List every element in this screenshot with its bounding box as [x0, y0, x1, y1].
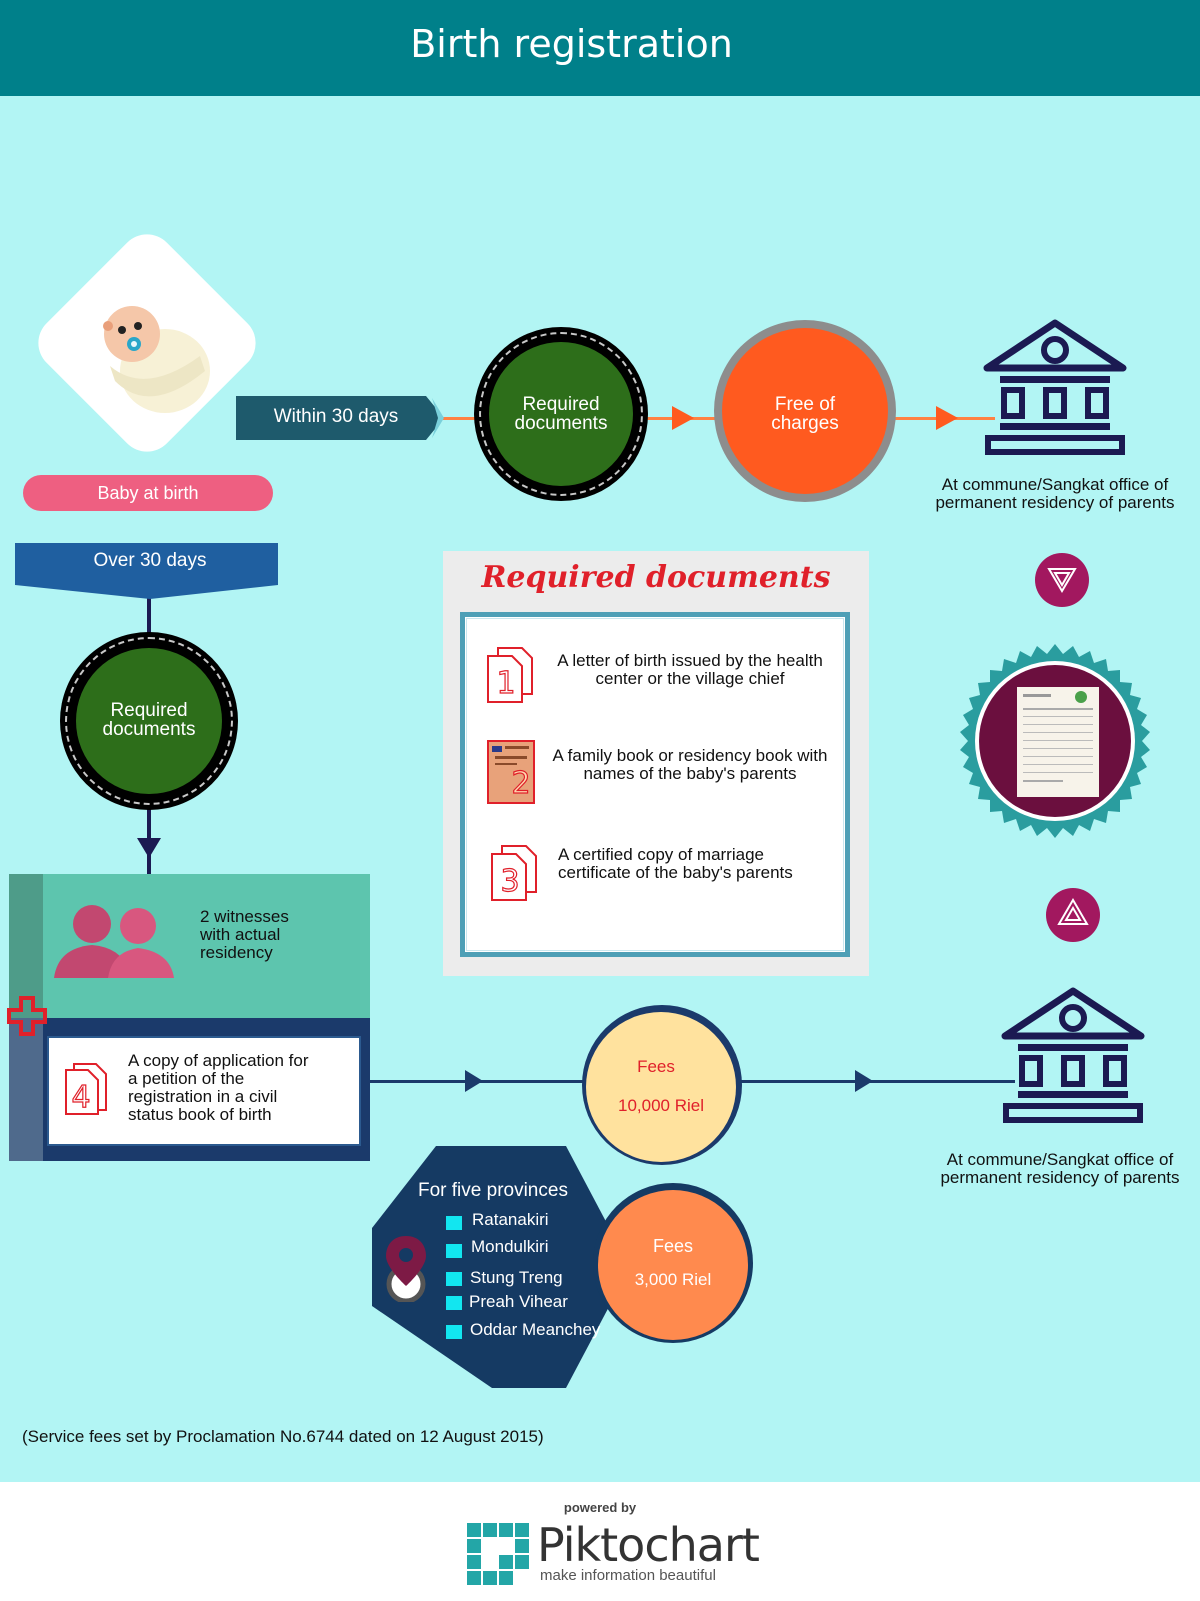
province-item: Ratanakiri — [472, 1210, 549, 1229]
arrow-right-icon — [936, 406, 958, 430]
piktochart-logo-icon — [467, 1523, 529, 1585]
provinces-title: For five provinces — [418, 1180, 568, 1201]
province-item: Preah Vihear — [469, 1292, 568, 1311]
free-of-charges-inner — [722, 328, 888, 494]
application-panel-side — [9, 1018, 43, 1161]
over-30-days-text: Over 30 days — [93, 550, 207, 571]
up-triangle-badge — [1046, 888, 1100, 942]
plus-icon — [7, 996, 47, 1036]
header-bar — [0, 0, 1200, 96]
certificate-seal-icon — [960, 644, 1150, 838]
bullet-square — [446, 1272, 462, 1286]
witnesses-panel-side — [9, 874, 43, 1018]
document-3-text: A certified copy of marriage certificate… — [558, 846, 818, 882]
piktochart-brand: Piktochart — [537, 1518, 760, 1572]
page-title: Birth registration — [410, 22, 733, 66]
free-line2: charges — [771, 413, 839, 434]
office-bottom-line1: At commune/Sangkat office of — [946, 1150, 1174, 1169]
fees-provinces-label: Fees — [652, 1236, 694, 1256]
circle-inner-left — [76, 648, 222, 794]
bullet-square — [446, 1296, 462, 1310]
app-line4: status book of birth — [128, 1105, 272, 1124]
document-4-icon — [65, 1063, 107, 1115]
doc3-line2: certificate of the baby's parents — [558, 863, 793, 882]
within-30-days-text: Within 30 days — [273, 406, 399, 427]
app-line2: a petition of the — [128, 1069, 245, 1088]
doc1-line1: A letter of birth issued by the health — [557, 651, 823, 670]
provinces-hexagon — [372, 1146, 630, 1388]
left-circle-line1: Required — [110, 700, 188, 721]
free-of-charges-text: Free of charges — [722, 395, 888, 433]
fees-provinces-amount: 3,000 Riel — [634, 1270, 712, 1289]
arrow-down-icon — [137, 838, 161, 858]
circle-ring — [479, 332, 643, 496]
baby-at-birth-label — [23, 475, 273, 511]
fees-amount: 10,000 Riel — [617, 1096, 704, 1115]
powered-by-text: powered by — [563, 1500, 637, 1515]
document-2-text: A family book or residency book with nam… — [540, 747, 840, 783]
baby-at-birth-text: Baby at birth — [97, 483, 199, 503]
office-bottom-line2: permanent residency of parents — [940, 1168, 1180, 1187]
people-icon — [54, 905, 174, 978]
document-1-number: 1 — [496, 665, 516, 701]
witness-line1: 2 witnesses — [200, 907, 289, 926]
triangle-down-icon — [1047, 568, 1077, 593]
doc3-line1: A certified copy of marriage — [558, 845, 764, 864]
circle-inner — [489, 342, 633, 486]
app-line1: A copy of application for — [128, 1051, 309, 1070]
baby-icon — [103, 306, 210, 413]
required-documents-title: Required documents — [481, 560, 831, 595]
bullet-square — [446, 1244, 462, 1258]
arrow-right-icon — [672, 406, 694, 430]
office-line2: permanent residency of parents — [935, 493, 1175, 512]
witness-line3: residency — [200, 943, 273, 962]
bullet-square — [446, 1216, 462, 1230]
document-1-icon — [487, 647, 533, 703]
doc1-line2: center or the village chief — [595, 669, 785, 688]
service-fees-note: (Service fees set by Proclamation No.674… — [22, 1427, 544, 1446]
arrow-right-icon — [855, 1070, 873, 1092]
province-item: Mondulkiri — [471, 1237, 549, 1256]
document-2-number: 2 — [511, 765, 531, 801]
piktochart-tagline: make information beautiful — [540, 1567, 716, 1584]
document-3-icon — [491, 845, 537, 901]
down-triangle-badge — [1035, 553, 1089, 607]
witnesses-panel — [9, 874, 370, 1018]
province-item: Stung Treng — [470, 1268, 563, 1287]
office-bottom-text: At commune/Sangkat office of permanent r… — [910, 1151, 1200, 1187]
app-line3: registration in a civil — [128, 1087, 278, 1106]
circle-ring-left — [65, 637, 233, 805]
witnesses-text: 2 witnesses with actual residency — [200, 908, 360, 962]
circle-line1: Required — [522, 394, 600, 415]
document-1-text: A letter of birth issued by the health c… — [540, 652, 840, 688]
province-item: Oddar Meanchey — [470, 1320, 601, 1339]
location-pin-icon — [386, 1236, 426, 1302]
government-building-icon — [1001, 987, 1145, 1123]
witness-line2: with actual — [200, 925, 281, 944]
office-top-text: At commune/Sangkat office of permanent r… — [910, 476, 1200, 512]
left-circle-line2: documents — [102, 719, 196, 740]
government-building-icon — [983, 319, 1127, 455]
required-documents-list-inner — [466, 618, 844, 951]
fees-label: Fees — [637, 1057, 675, 1076]
footer — [0, 1482, 1200, 1601]
required-documents-text: Required documents — [489, 395, 633, 433]
required-documents-left-text: Required documents — [76, 701, 222, 739]
doc2-line2: names of the baby's parents — [583, 764, 797, 783]
free-line1: Free of — [774, 394, 836, 415]
within-30-days-arrow — [236, 396, 444, 440]
fees-circle-inner — [586, 1012, 736, 1162]
arrow-right-icon — [465, 1070, 483, 1092]
circle-line2: documents — [514, 413, 608, 434]
doc2-line1: A family book or residency book with — [552, 746, 828, 765]
document-3-number: 3 — [500, 863, 520, 899]
document-4-number: 4 — [71, 1079, 91, 1115]
family-book-icon — [487, 740, 535, 804]
over-30-days-banner — [15, 543, 278, 599]
bullet-square — [446, 1325, 462, 1339]
application-text: A copy of application for a petition of … — [128, 1052, 353, 1124]
triangle-up-icon — [1057, 898, 1089, 925]
office-line1: At commune/Sangkat office of — [941, 475, 1169, 494]
fees-provinces-inner — [598, 1190, 748, 1340]
